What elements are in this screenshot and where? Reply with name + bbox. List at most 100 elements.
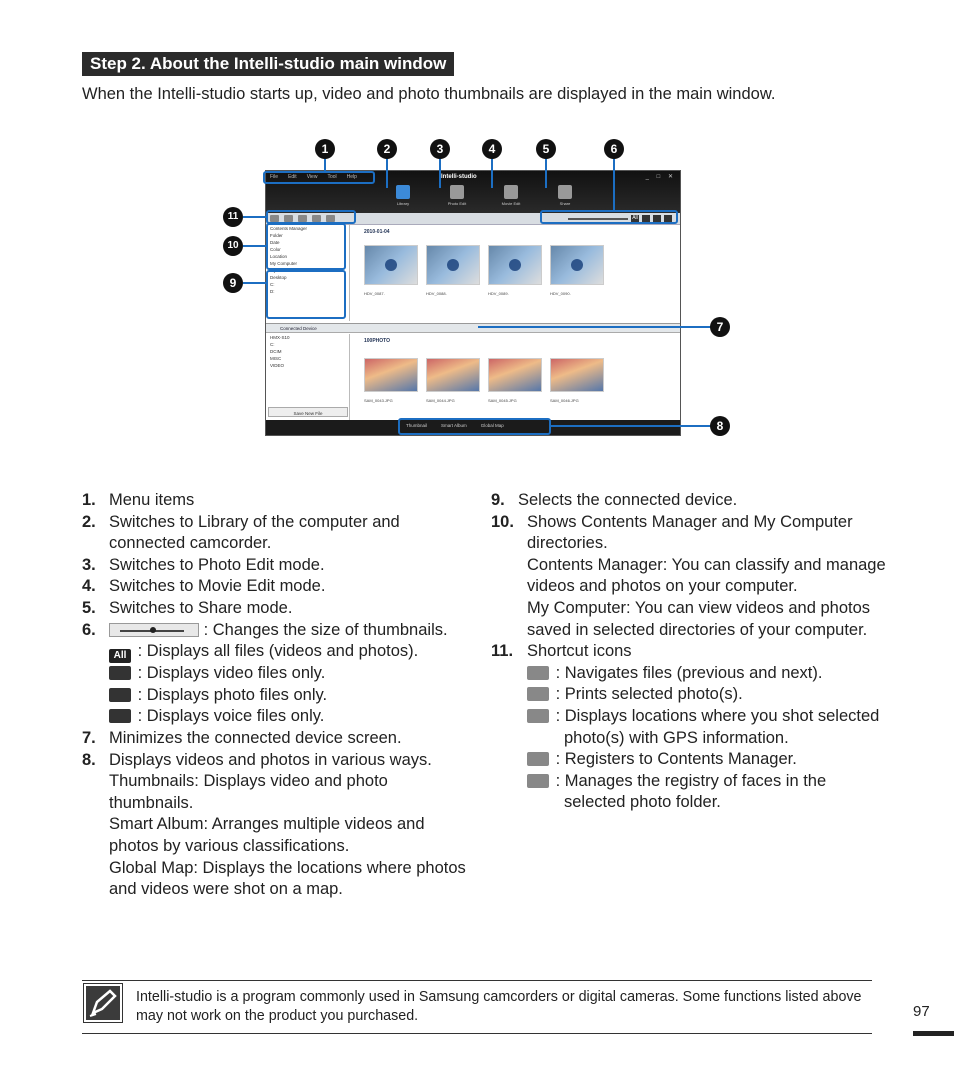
leader-line [550,425,712,427]
menu-help[interactable]: Help [346,174,357,180]
highlight-my-computer [266,270,346,319]
mode-switcher: Library Photo Edit Movie Edit Share [386,185,582,206]
navigate-icon [527,665,549,680]
register-icon[interactable] [312,215,321,222]
photo-name: SAM_0046.JPG [550,398,579,403]
tree-date[interactable]: Date [270,240,280,245]
save-new-file-button[interactable]: Save New File [268,407,348,417]
view-smart-album[interactable]: Smart Album [441,423,467,428]
list-subitem: Smart Album: Arranges multiple videos an… [109,815,425,855]
device-drive[interactable]: C: [270,342,275,347]
list-item: 7.Minimizes the connected device screen. [82,728,402,747]
photo-files-icon [109,687,131,702]
tree-color[interactable]: Color [270,247,281,252]
list-item: 3.Switches to Photo Edit mode. [82,555,325,574]
filter-all-button[interactable]: All [631,215,639,222]
list-subitem: Global Map: Displays the locations where… [109,858,466,899]
view-global-map[interactable]: Global Map [480,423,504,428]
device-misc[interactable]: MISC [270,356,282,361]
prev-next-icon[interactable] [270,215,279,222]
photo-name: SAM_0045.JPG [488,398,517,403]
intro-paragraph: When the Intelli-studio starts up, video… [82,85,776,103]
register-icon [527,752,549,767]
filter-video-button[interactable] [642,215,650,222]
highlight-view-modes [398,418,551,435]
page-bar [913,1031,954,1036]
callout-2: 2 [377,139,397,159]
video-thumbnail[interactable] [364,245,418,285]
video-thumbnail[interactable] [426,245,480,285]
mode-share[interactable]: Share [548,185,582,206]
photo-thumbnail[interactable] [426,358,480,392]
tree-d[interactable]: D: [270,289,275,294]
gps-icon[interactable] [298,215,307,222]
leader-line [613,158,615,211]
menu-tool[interactable]: Tool [327,174,337,180]
intelli-studio-screenshot: File Edit View Tool Help Intelli-studio … [265,170,681,436]
photo-thumbnail[interactable] [550,358,604,392]
library-thumbnails: 2010-01-04 HDV_0087. HDV_0088. HDV_0089.… [352,225,678,321]
menu-bar: File Edit View Tool Help [270,174,357,180]
leader-line [439,158,441,188]
photo-edit-icon [450,185,464,199]
list-subitem: : Displays video files only. [82,663,472,685]
view-thumbnail[interactable]: Thumbnail [406,423,428,428]
list-item: 6. : Changes the size of thumbnails. [82,620,448,639]
share-icon [558,185,572,199]
connected-device-bar[interactable]: Connected Device [266,323,680,333]
callout-11: 11 [223,207,243,227]
date-group-label: 2010-01-04 [364,229,390,235]
filter-voice-button[interactable] [664,215,672,222]
section-heading: Step 2. About the Intelli-studio main wi… [82,52,455,76]
list-subitem: : Registers to Contents Manager. [491,749,891,771]
list-item: 5.Switches to Share mode. [82,598,293,617]
menu-edit[interactable]: Edit [288,174,297,180]
size-slider-icon [109,622,199,637]
device-tree-panel: HMX-S10 C: DCIM MISC VIDEO Save New File [266,334,350,420]
photo-thumbnail[interactable] [488,358,542,392]
leader-line [243,282,267,284]
device-root[interactable]: HMX-S10 [270,335,290,340]
leader-line [545,158,547,188]
left-list: 1.Menu items 2.Switches to Library of th… [82,490,472,901]
highlight-shortcuts [266,210,356,224]
my-computer-header[interactable]: My Computer [270,261,298,266]
list-item: 2.Switches to Library of the computer an… [82,512,400,553]
face-registry-icon [527,773,549,788]
all-files-icon: All [109,649,131,664]
view-mode-bar: Thumbnail Smart Album Global Map [266,420,680,435]
video-thumbnail[interactable] [550,245,604,285]
leader-line [243,245,267,247]
window-controls[interactable]: _ □ ✕ [645,174,676,180]
callout-10: 10 [223,236,243,256]
device-video[interactable]: VIDEO [270,363,285,368]
mode-library[interactable]: Library [386,185,420,206]
mode-photo-edit[interactable]: Photo Edit [440,185,474,206]
print-icon[interactable] [284,215,293,222]
list-subitem: All : Displays all files (videos and pho… [82,641,472,664]
face-icon[interactable] [326,215,335,222]
tree-folder[interactable]: Folder [270,233,283,238]
tree-location[interactable]: Location [270,254,288,259]
tree-c[interactable]: C: [270,282,275,287]
callout-5: 5 [536,139,556,159]
photo-name: SAM_0044.JPG [426,398,455,403]
menu-file[interactable]: File [270,174,279,180]
note-text: Intelli-studio is a program commonly use… [136,989,862,1024]
thumbnail-size-slider[interactable] [568,217,628,220]
library-icon [396,185,410,199]
list-subitem: My Computer: You can view videos and pho… [527,598,871,639]
contents-manager-header[interactable]: Contents Manager [270,226,308,231]
callout-1: 1 [315,139,335,159]
note-rule-top [82,980,872,981]
tree-desktop[interactable]: Desktop [270,275,287,280]
mode-movie-edit[interactable]: Movie Edit [494,185,528,206]
menu-view[interactable]: View [306,174,318,180]
list-subitem: Thumbnails: Displays video and photo thu… [109,772,388,812]
device-dcim[interactable]: DCIM [270,349,282,354]
note-rule-bottom [82,1033,872,1034]
list-item: 10.Shows Contents Manager and My Compute… [491,512,853,553]
photo-thumbnail[interactable] [364,358,418,392]
filter-photo-button[interactable] [653,215,661,222]
video-thumbnail[interactable] [488,245,542,285]
